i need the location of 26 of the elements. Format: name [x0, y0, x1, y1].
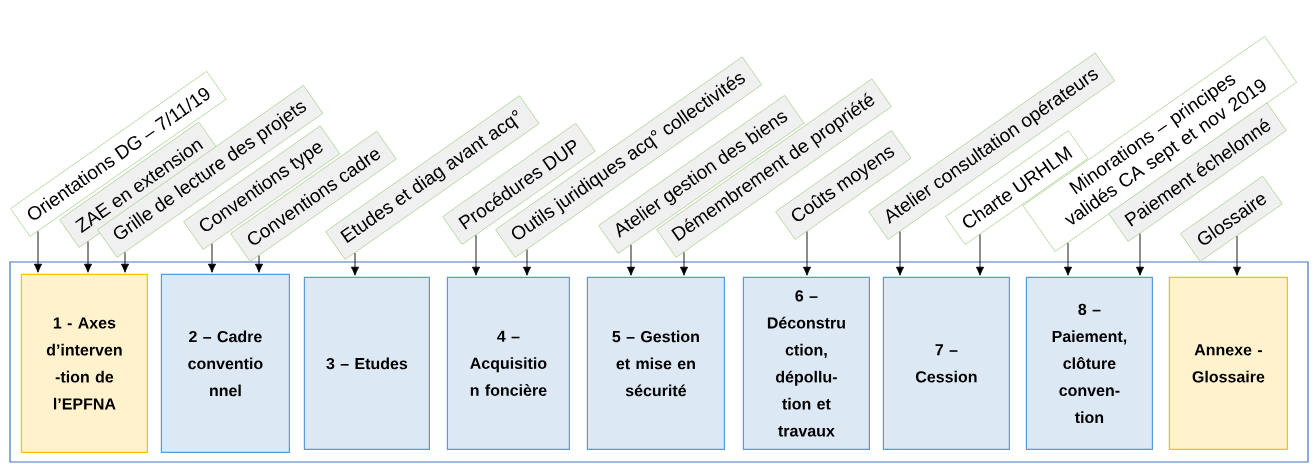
arrow	[679, 251, 689, 276]
chapter-box: 4 – Acquisitio n foncière	[446, 276, 570, 450]
chapter-box: 6 – Déconstru ction, dépollu- tion et travaux	[742, 276, 870, 450]
arrow	[895, 231, 905, 276]
chapter-box: 7 – Cession	[882, 276, 1010, 450]
arrow	[1063, 242, 1073, 276]
arrow	[83, 241, 93, 273]
arrow	[254, 255, 264, 273]
chapter-box: 1 - Axes d’interven -tion de l’EPFNA	[20, 273, 148, 453]
arrow	[207, 243, 217, 273]
arrow	[522, 249, 532, 276]
chapter-box: 3 – Etudes	[303, 276, 430, 450]
chapter-box: 8 – Paiement, clôture conven- tion	[1025, 276, 1153, 450]
arrow	[975, 234, 985, 276]
arrow	[120, 251, 130, 273]
arrow	[626, 244, 636, 276]
chapter-box: Annexe - Glossaire	[1168, 276, 1288, 450]
chapter-box: 5 – Gestion et mise en sécurité	[586, 276, 725, 450]
arrow	[471, 234, 481, 276]
frame-box	[9, 261, 1309, 463]
arrow	[802, 231, 812, 276]
arrow	[350, 252, 360, 276]
arrow	[33, 230, 43, 273]
chapter-box: 2 – Cadre conventio nnel	[160, 273, 290, 453]
arrow	[1232, 235, 1242, 276]
arrow	[1135, 233, 1145, 276]
